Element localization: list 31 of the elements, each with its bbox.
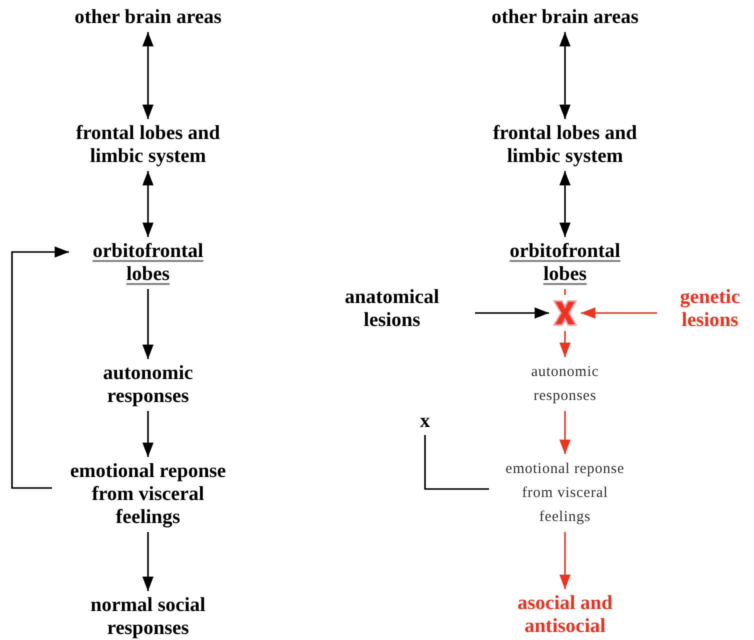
- node-label: emotional reponse from visceral feelings: [58, 460, 238, 529]
- node-label: autonomic responses: [505, 360, 625, 408]
- arrow: [559, 32, 571, 120]
- node-label: emotional reponse from visceral feelings: [495, 457, 635, 529]
- lesion-cross-mark: [550, 298, 580, 328]
- node-label: asocial and antisocial: [490, 592, 640, 638]
- node-label: anatomical lesions: [317, 286, 467, 332]
- node-label: normal social responses: [68, 594, 228, 640]
- arrow: [559, 411, 571, 454]
- arrow: [142, 32, 154, 120]
- node-label: orbitofrontal lobes: [490, 240, 640, 286]
- arrow: [11, 246, 70, 489]
- node-label: frontal lobes and limbic system: [472, 122, 658, 168]
- arrow: [142, 411, 154, 458]
- node-label: autonomic responses: [80, 362, 216, 408]
- arrow: [559, 171, 571, 238]
- arrow: [580, 307, 657, 319]
- node-label: genetic lesions: [665, 286, 754, 332]
- node-label: orbitofrontal lobes: [73, 240, 223, 286]
- arrow: [142, 532, 154, 592]
- connector-line: [564, 289, 566, 295]
- node-label: frontal lobes and limbic system: [56, 122, 240, 168]
- node-label: x: [420, 410, 430, 433]
- connector-line: [424, 435, 489, 490]
- node-label: other brain areas: [74, 6, 222, 29]
- arrow: [142, 289, 154, 360]
- arrow: [142, 171, 154, 238]
- arrow: [475, 307, 550, 319]
- node-label: other brain areas: [491, 6, 639, 29]
- arrow: [559, 331, 571, 358]
- arrow: [559, 532, 571, 590]
